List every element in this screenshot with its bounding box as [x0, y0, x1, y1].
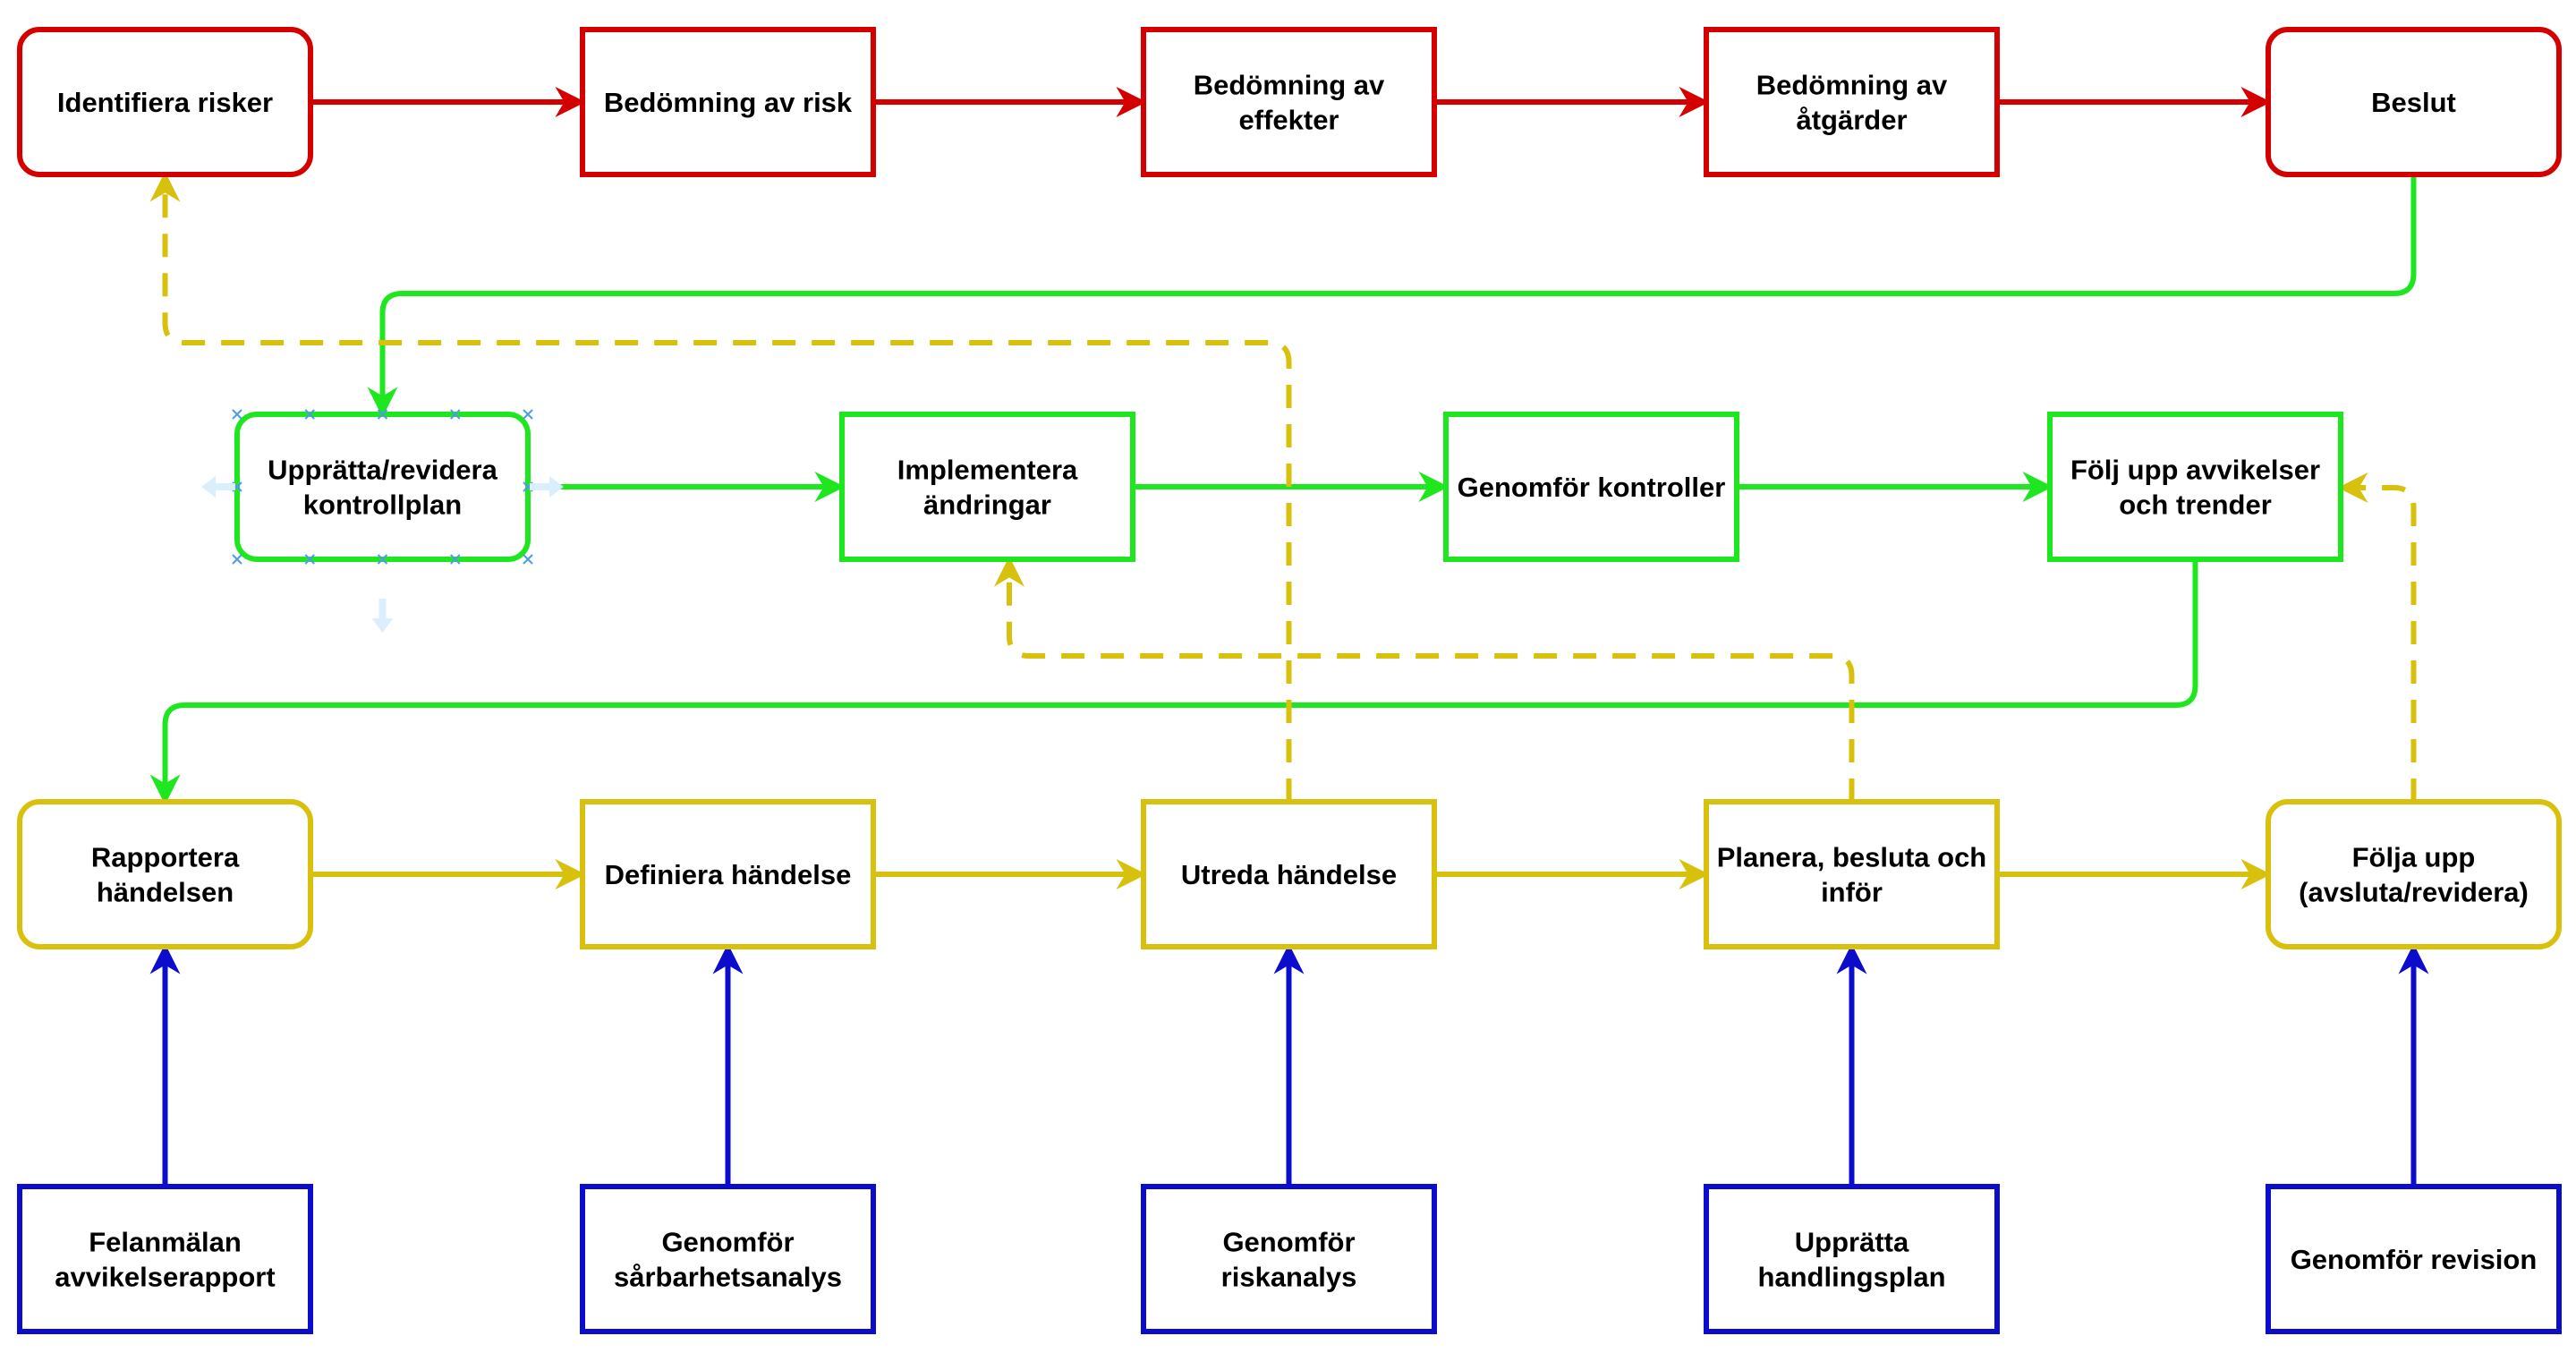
- connect-left-arrow-icon[interactable]: [201, 476, 235, 498]
- node-label-line: ändringar: [923, 489, 1051, 521]
- node-uppratta-handlingsplan[interactable]: Upprätta handlingsplan: [1704, 1184, 2000, 1334]
- node-genomfor-riskanalys[interactable]: Genomför riskanalys: [1141, 1184, 1437, 1334]
- node-label-line: effekter: [1239, 105, 1339, 136]
- node-definiera-handelse[interactable]: Definiera händelse: [580, 799, 876, 949]
- node-bedomning-av-atgarder[interactable]: Bedömning av åtgärder: [1704, 27, 2000, 177]
- node-label-line: Definiera händelse: [605, 859, 852, 890]
- selection-handle[interactable]: [232, 409, 242, 420]
- node-box: [580, 27, 876, 177]
- node-label-line: Bedömning av risk: [604, 87, 853, 118]
- nodes-layer: Identifiera risker Bedömning av risk Bedöm…: [17, 27, 2562, 1334]
- node-label-line: Felanmälan: [89, 1227, 242, 1258]
- node-box: [1141, 27, 1437, 177]
- node-genomfor-revision[interactable]: Genomför revision: [2266, 1184, 2562, 1334]
- node-label-line: Bedömning av: [1194, 70, 1385, 101]
- node-box: [17, 1184, 313, 1334]
- edge-beslut-to-upprätta-revidera-kontrollplan[interactable]: [367, 174, 2417, 418]
- node-box: [839, 412, 1135, 562]
- edge-folja-upp-avsluta-to-folj-upp-avvikelser[interactable]: [2337, 472, 2417, 802]
- node-label-line: Beslut: [2371, 87, 2456, 118]
- node-label-line: Bedömning av: [1756, 70, 1948, 101]
- node-label-line: Följ upp avvikelser: [2070, 455, 2320, 486]
- node-box: [1704, 1184, 2000, 1334]
- node-label-line: Genomför: [661, 1227, 794, 1258]
- node-bedomning-av-risk[interactable]: Bedömning av risk: [580, 27, 876, 177]
- node-planera-besluta-infor[interactable]: Planera, besluta och inför: [1704, 799, 2000, 949]
- node-box: [1141, 1184, 1437, 1334]
- edge-planera-besluta-infor-to-implementera-andringar[interactable]: [994, 556, 1855, 802]
- node-box: [1443, 412, 1739, 562]
- node-label-line: Upprätta/revidera: [268, 455, 497, 486]
- node-felanmalan[interactable]: Felanmälan avvikelserapport: [17, 1184, 313, 1334]
- node-utreda-handelse[interactable]: Utreda händelse: [1141, 799, 1437, 949]
- edge-folj-upp-avvikelser-to-rapportera-handelsen[interactable]: [149, 559, 2198, 805]
- node-box: [234, 412, 531, 562]
- node-box: [17, 799, 313, 949]
- connect-right-arrow-icon[interactable]: [530, 476, 564, 498]
- node-box: [1141, 799, 1437, 949]
- node-box: [580, 1184, 876, 1334]
- node-genomfor-sarbarhetsanalys[interactable]: Genomför sårbarhetsanalys: [580, 1184, 876, 1334]
- node-genomfor-kontroller[interactable]: Genomför kontroller: [1443, 412, 1739, 562]
- node-label-line: Följa upp: [2352, 842, 2476, 873]
- node-box: [2266, 27, 2562, 177]
- selection-handle[interactable]: [304, 409, 315, 420]
- node-label-line: riskanalys: [1221, 1262, 1357, 1293]
- node-box: [2266, 799, 2562, 949]
- node-label-line: Genomför revision: [2291, 1244, 2538, 1275]
- selection-handle[interactable]: [450, 554, 461, 565]
- node-label-line: Identifiera risker: [57, 87, 273, 118]
- node-folja-upp-avsluta[interactable]: Följa upp (avsluta/revidera): [2266, 799, 2562, 949]
- node-label-line: Genomför kontroller: [1458, 472, 1726, 503]
- node-label-line: och trender: [2119, 489, 2272, 521]
- node-beslut[interactable]: Beslut: [2266, 27, 2562, 177]
- selection-handle[interactable]: [377, 409, 388, 420]
- selection-handle[interactable]: [523, 409, 533, 420]
- node-box: [2047, 412, 2343, 562]
- selection-handle[interactable]: [450, 409, 461, 420]
- node-box: [1704, 27, 2000, 177]
- node-label-line: händelsen: [97, 877, 234, 908]
- edges-layer: [149, 87, 2429, 1187]
- selection-layer: [201, 409, 564, 633]
- node-label-line: Implementera: [897, 455, 1078, 486]
- node-label-line: Planera, besluta och: [1717, 842, 1987, 873]
- node-label-line: kontrollplan: [303, 489, 462, 521]
- node-label-line: avvikelserapport: [55, 1262, 275, 1293]
- node-box: [1704, 799, 2000, 949]
- selection-handle[interactable]: [232, 554, 242, 565]
- node-label-line: (avsluta/revidera): [2299, 877, 2529, 908]
- node-box: [17, 27, 313, 177]
- node-label-line: Upprätta: [1795, 1227, 1909, 1258]
- node-label-line: åtgärder: [1796, 105, 1907, 136]
- node-box: [580, 799, 876, 949]
- node-bedomning-av-effekter[interactable]: Bedömning av effekter: [1141, 27, 1437, 177]
- selection-handle[interactable]: [304, 554, 315, 565]
- selection-handle[interactable]: [523, 554, 533, 565]
- edge-utreda-handelse-to-identifiera-risker[interactable]: [149, 171, 1292, 802]
- node-label-line: inför: [1821, 877, 1883, 908]
- node-label-line: handlingsplan: [1757, 1262, 1945, 1293]
- node-box: [2266, 1184, 2562, 1334]
- node-identifiera-risker[interactable]: Identifiera risker: [17, 27, 313, 177]
- selection-handle[interactable]: [377, 554, 388, 565]
- connect-down-arrow-icon[interactable]: [371, 599, 394, 633]
- node-label-line: Rapportera: [91, 842, 240, 873]
- node-label-line: sårbarhetsanalys: [614, 1262, 842, 1293]
- node-label-line: Genomför: [1222, 1227, 1355, 1258]
- node-rapportera-handelsen[interactable]: Rapportera händelsen: [17, 799, 313, 949]
- node-label-line: Utreda händelse: [1181, 859, 1397, 890]
